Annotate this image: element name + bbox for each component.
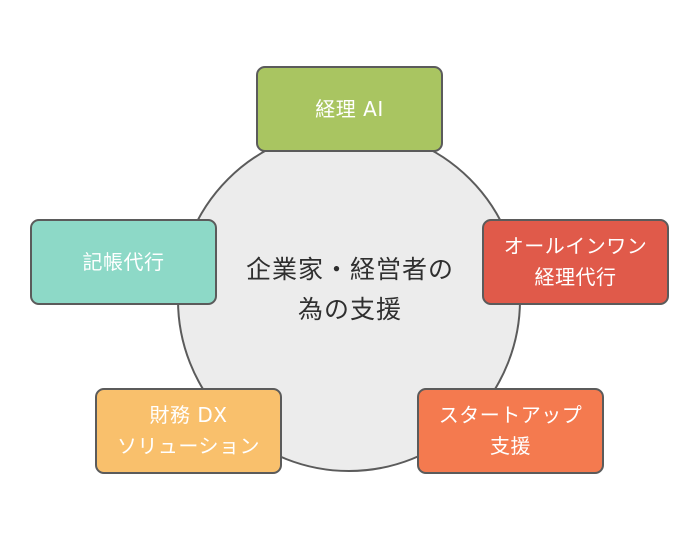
center-label-line2: 為の支援: [297, 295, 402, 324]
node-all-in-one-label-line2: 経理代行: [534, 265, 617, 289]
node-bookkeeping: 記帳代行: [30, 219, 217, 305]
node-bookkeeping-label: 記帳代行: [82, 249, 165, 274]
node-finance-dx: 財務 DX ソリューション: [95, 388, 282, 474]
node-accounting-ai: 経理 AI: [256, 66, 443, 152]
node-startup-label-line1: スタートアップ: [438, 403, 583, 427]
node-accounting-ai-label: 経理 AI: [315, 96, 384, 121]
node-startup-label-line2: 支援: [490, 434, 531, 458]
center-label: 企業家・経営者の 為の支援: [200, 250, 500, 330]
node-all-in-one-label-line1: オールインワン: [503, 234, 648, 258]
node-finance-dx-label-line1: 財務 DX: [149, 403, 228, 427]
center-label-line1: 企業家・経営者の: [245, 255, 454, 284]
node-all-in-one-accounting: オールインワン 経理代行: [482, 219, 669, 305]
node-startup-support: スタートアップ 支援: [417, 388, 604, 474]
node-finance-dx-label-line2: ソリューション: [116, 434, 261, 458]
